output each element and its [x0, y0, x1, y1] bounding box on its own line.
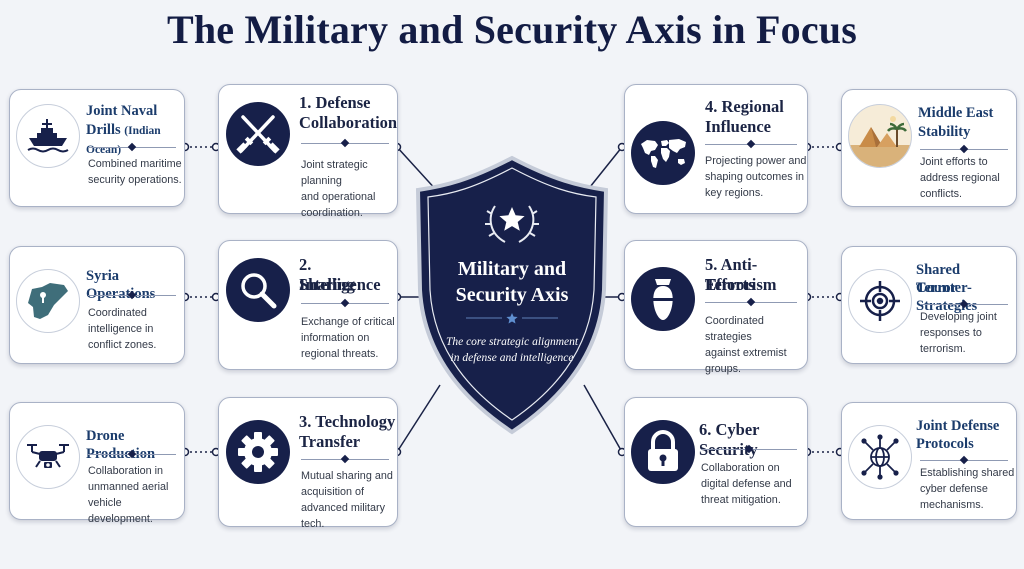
sub-title-line1: Joint Naval: [86, 103, 158, 119]
connector-center-hub1: [396, 146, 439, 193]
hub-title-line1: 5. Anti-Terrorism: [705, 255, 777, 294]
padlock-icon: [631, 420, 695, 484]
hub-title-line1: 1. Defense: [299, 93, 371, 112]
hub-title-line2: Efforts: [705, 275, 755, 294]
connector-center-hub4: [585, 146, 623, 193]
drone-icon: [16, 425, 80, 489]
divider: [301, 298, 389, 310]
hub-title-line1: 3. Technology: [299, 412, 396, 431]
divider: [88, 142, 176, 154]
center-title-line2: Security Axis: [456, 284, 569, 306]
divider: [88, 290, 176, 302]
sub-card-shared-counter-terror-strategies: Shared Counter- Terror Strategies Develo…: [841, 246, 1017, 364]
sub-title-line2: Protocols: [916, 436, 974, 452]
sub-card-joint-naval-drills: Joint Naval Drills (Indian Ocean) Combin…: [9, 89, 185, 207]
divider: [301, 138, 389, 150]
sub-title-line1: Shared Counter-: [916, 262, 972, 296]
sub-title-line1: Joint Defense: [916, 418, 1000, 434]
divider: [88, 449, 176, 461]
hub-title-line2: Influence: [705, 117, 771, 136]
page-title: The Military and Security Axis in Focus: [166, 7, 858, 52]
hub-card-anti-terrorism-efforts: 5. Anti-Terrorism Efforts Coordinated st…: [624, 240, 808, 375]
divider: [705, 297, 797, 309]
center-desc-line2: in defense and intelligence: [451, 352, 574, 364]
central-shield: Military and Security Axis The core stra…: [415, 155, 609, 435]
sub-card-joint-defense-protocols: Joint Defense Protocols Establishing sha…: [841, 402, 1017, 520]
syria-map-icon: [16, 269, 80, 333]
divider: [920, 299, 1008, 311]
divider: [920, 455, 1008, 467]
divider: [920, 144, 1008, 156]
network-globe-icon: [848, 425, 912, 489]
laurel-star-icon: [485, 205, 539, 243]
world-map-icon: [631, 121, 695, 185]
hub-title-line2: Sharing: [299, 275, 355, 294]
warship-icon: [16, 104, 80, 168]
divider: [705, 139, 797, 151]
hub-title-line2: Collaboration: [299, 113, 398, 132]
connector-center-hub6: [583, 384, 623, 453]
crosshair-icon: [848, 269, 912, 333]
magnifier-icon: [226, 258, 290, 322]
divider: [701, 444, 797, 456]
hub-card-regional-influence: 4. Regional Influence Projecting power a…: [624, 84, 808, 214]
divider: [301, 454, 389, 466]
desert-pyramids-icon: [848, 104, 912, 168]
hub-title-line1: 4. Regional: [705, 97, 784, 116]
bomb-icon: [631, 267, 695, 331]
sub-title-line2: Stability: [918, 124, 971, 140]
hub-card-intelligence-sharing: 2. Intelligence Sharing Exchange of crit…: [218, 240, 398, 370]
crossed-rifles-icon: [226, 102, 290, 166]
center-desc-line1: The core strategic alignment: [446, 336, 579, 348]
hub-card-defense-collaboration: 1. Defense Collaboration Joint strategic…: [218, 84, 398, 219]
gear-icon: [226, 420, 290, 484]
hub-card-technology-transfer: 3. Technology Transfer Mutual sharing an…: [218, 397, 398, 530]
sub-title-line1: Middle East: [918, 105, 994, 121]
center-title-line1: Military and: [458, 258, 566, 280]
connector-center-hub3: [396, 384, 441, 453]
hub-title-line1: 2. Intelligence: [299, 255, 381, 294]
hub-title-line2: Transfer: [299, 432, 361, 451]
